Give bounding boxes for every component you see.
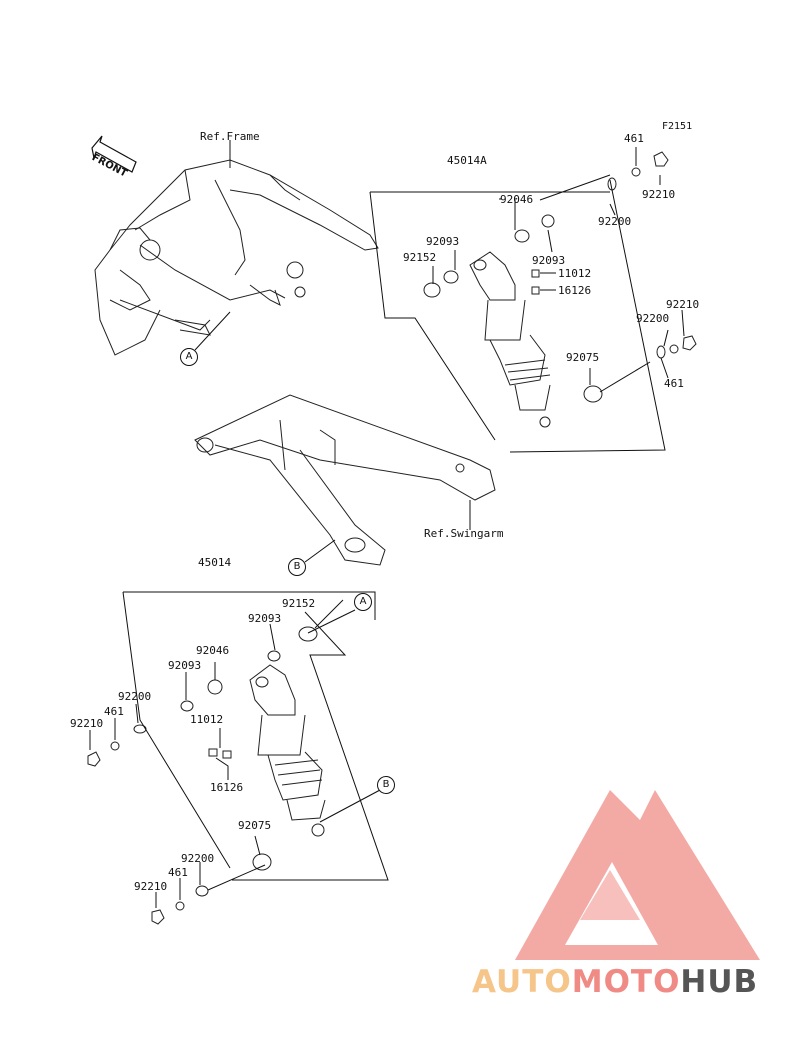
part-label: 92093	[168, 659, 202, 672]
frame-drawing	[94, 159, 379, 356]
watermark-hub: HUB	[680, 964, 759, 1000]
ref-swingarm-label: Ref.Swingarm	[424, 527, 504, 540]
callout-b: B	[377, 776, 395, 794]
callout-b: B	[288, 558, 306, 576]
part-label: 92200	[118, 690, 152, 703]
part-label: 92200	[181, 852, 215, 865]
part-label: 92200	[636, 312, 670, 325]
figure-code: F2151	[662, 121, 693, 132]
part-label: 92152	[403, 251, 437, 264]
small-parts	[87, 151, 697, 925]
assembly-lower-code: 45014	[198, 556, 232, 569]
part-label: 92152	[282, 597, 316, 610]
part-label: 16126	[210, 781, 244, 794]
part-label: 11012	[558, 267, 592, 280]
part-label: 461	[664, 377, 684, 390]
watermark-auto: AUTO	[472, 964, 572, 1000]
upper-shock-drawing	[469, 251, 551, 428]
callout-a: A	[180, 348, 198, 366]
part-label: 11012	[190, 713, 224, 726]
callout-a: A	[354, 593, 372, 611]
lower-shock-drawing	[249, 664, 326, 837]
part-label: 92210	[70, 717, 104, 730]
part-label: 92210	[134, 880, 168, 893]
part-label: 92210	[666, 298, 700, 311]
swingarm-drawing	[194, 394, 496, 566]
leader-lines	[89, 140, 685, 908]
watermark-logo	[515, 790, 760, 960]
part-label: 92075	[238, 819, 272, 832]
watermark-moto: MOTO	[571, 964, 681, 1000]
part-label: 92210	[642, 188, 676, 201]
part-label: 92093	[248, 612, 282, 625]
part-label: 92093	[532, 254, 566, 267]
assembly-upper-code: 45014A	[447, 154, 487, 167]
part-label: 92200	[598, 215, 632, 228]
part-label: 92046	[500, 193, 534, 206]
part-label: 461	[104, 705, 124, 718]
part-label: 92075	[566, 351, 600, 364]
part-label: 461	[168, 866, 188, 879]
part-label: 461	[624, 132, 644, 145]
part-label: 16126	[558, 284, 592, 297]
ref-frame-label: Ref.Frame	[200, 130, 260, 143]
part-label: 92093	[426, 235, 460, 248]
part-label: 92046	[196, 644, 230, 657]
front-arrow-icon	[91, 135, 137, 173]
watermark-text: AUTOMOTOHUB	[472, 964, 758, 1000]
